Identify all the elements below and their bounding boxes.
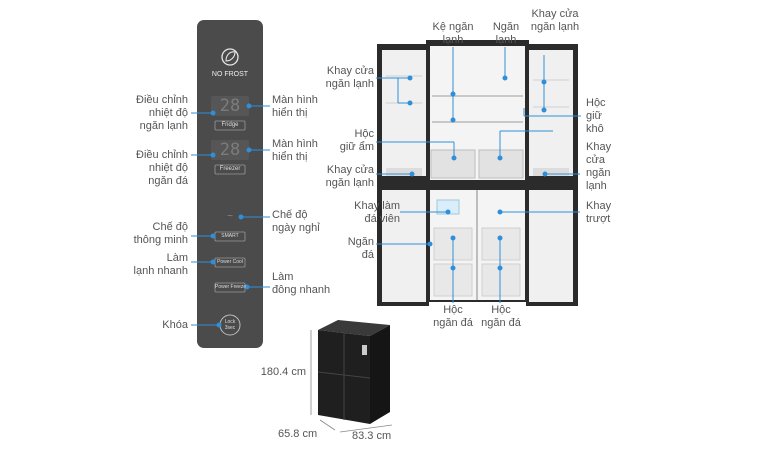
- label-dry-drawer: Hộc giữ khô: [586, 97, 606, 135]
- panel-leader-lines: [191, 103, 270, 328]
- freezer-temp-display: 28: [219, 140, 241, 160]
- label-ice-tray: Khay làm đá viên: [354, 200, 400, 225]
- fridge-open-view: [377, 40, 578, 306]
- fridge-button-label[interactable]: Fridge: [221, 122, 239, 128]
- label-lock: Khóa: [162, 319, 188, 331]
- label-door-tray-right-bottom: Khay cửa ngăn lạnh: [586, 141, 612, 192]
- fridge-display-screen: [211, 96, 249, 116]
- label-freezer-drawer-right: Hộc ngăn đá: [481, 304, 521, 329]
- label-door-tray-right-top: Khay cửa ngăn lạnh: [530, 8, 580, 33]
- dimension-width: 83.3 cm: [352, 430, 392, 442]
- fridge-temp-display: 28: [219, 96, 241, 116]
- label-fridge-display: Màn hình hiển thị: [272, 94, 318, 119]
- leaf-logo-icon: [221, 48, 239, 66]
- label-door-tray-left-top: Khay cửa ngăn lạnh: [325, 65, 374, 90]
- label-freezer-drawer-left: Hộc ngăn đá: [433, 304, 473, 329]
- label-freezer-compartment: Ngăn đá: [347, 236, 374, 261]
- fridge-leader-lines: [376, 47, 581, 303]
- dimension-height: 180.4 cm: [260, 366, 306, 378]
- label-fridge-adjust: Điều chỉnh nhiệt độ ngăn lạnh: [136, 94, 188, 132]
- dimension-lines: [310, 330, 393, 433]
- label-sliding-tray: Khay trượt: [586, 200, 612, 225]
- freezer-button[interactable]: [214, 164, 246, 175]
- brand-label: NO FROST: [211, 71, 249, 78]
- label-vacation-mode: Chế độ ngày nghỉ: [272, 209, 320, 234]
- label-fast-freeze: Làm đông nhanh: [272, 271, 331, 296]
- dimension-depth: 65.8 cm: [278, 428, 318, 440]
- control-panel: [197, 20, 263, 348]
- freezer-display-screen: [211, 140, 249, 160]
- label-door-tray-left-bottom: Khay cửa ngăn lạnh: [325, 164, 374, 189]
- label-shelf: Kệ ngăn lạnh: [432, 21, 474, 46]
- fridge-closed-view: [317, 320, 390, 424]
- label-moist-drawer: Hộc giữ ẩm: [339, 128, 374, 153]
- label-fast-cool: Làm lạnh nhanh: [133, 252, 188, 277]
- power-cool-button-label[interactable]: Power Cool: [217, 259, 243, 265]
- label-smart-mode: Chế độ thông minh: [133, 221, 188, 246]
- smart-button-label[interactable]: SMART: [221, 233, 239, 239]
- label-freezer-adjust: Điều chỉnh nhiệt độ ngăn đá: [136, 149, 188, 187]
- fridge-button[interactable]: [214, 120, 246, 131]
- vacation-icon[interactable]: ~: [227, 211, 233, 222]
- power-freeze-button-label[interactable]: Power Freeze: [215, 284, 247, 290]
- label-fridge-compartment: Ngăn lạnh: [492, 21, 520, 46]
- label-freezer-display: Màn hình hiển thị: [272, 138, 318, 163]
- freezer-button-label[interactable]: Freezer: [219, 166, 241, 172]
- lock-button-label[interactable]: Lock 3sec: [224, 319, 236, 331]
